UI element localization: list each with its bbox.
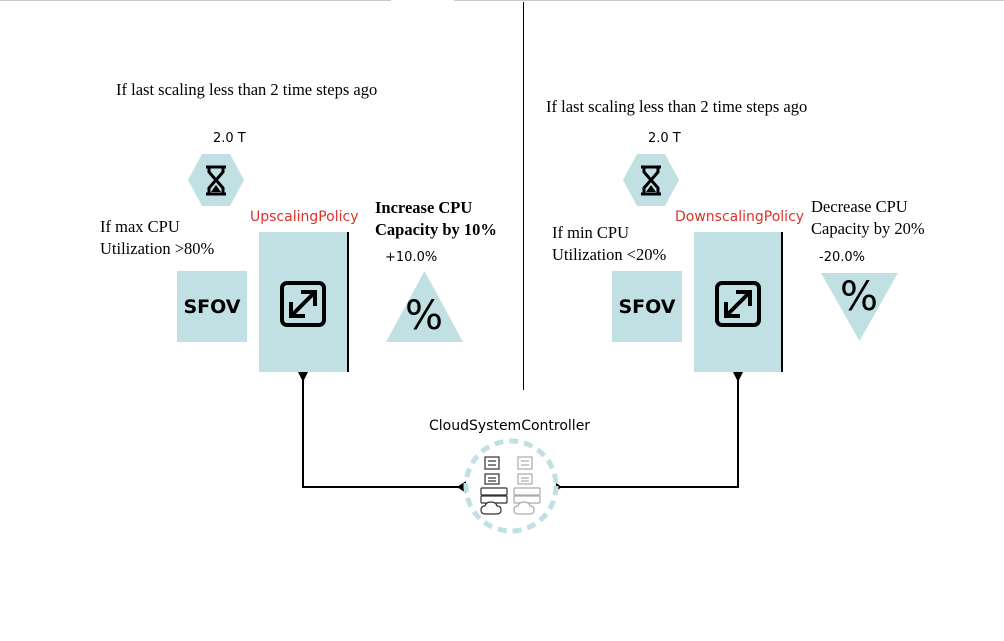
left-sfov-box[interactable]: SFOV xyxy=(177,271,247,342)
upscaling-connector-arrow xyxy=(298,372,308,382)
center-divider xyxy=(523,2,524,390)
controller-label: CloudSystemController xyxy=(429,418,591,434)
top-tab-edge-right xyxy=(454,0,1004,1)
top-tab-edge xyxy=(0,0,391,1)
right-time-value: 2.0 T xyxy=(648,131,681,146)
left-time-value: 2.0 T xyxy=(213,131,246,146)
expand-arrows-icon xyxy=(715,281,761,327)
percent-icon xyxy=(386,271,463,342)
left-percent-symbol: % xyxy=(404,293,443,339)
right-action-value: -20.0% xyxy=(819,250,865,265)
downscaling-connector-arrow xyxy=(733,372,743,382)
upscaling-policy-label: UpscalingPolicy xyxy=(250,209,359,225)
hourglass-icon xyxy=(623,154,679,206)
upscaling-policy-box[interactable] xyxy=(259,232,349,372)
left-time-condition: If last scaling less than 2 time steps a… xyxy=(116,80,378,99)
left-cpu-condition: If max CPU Utilization >80% xyxy=(100,217,215,258)
right-cpu-condition: If min CPU Utilization <20% xyxy=(552,223,667,264)
right-time-condition: If last scaling less than 2 time steps a… xyxy=(546,97,808,116)
downscaling-policy-label: DownscalingPolicy xyxy=(675,209,805,225)
right-action-text: Decrease CPU Capacity by 20% xyxy=(811,197,925,238)
left-action-value: +10.0% xyxy=(385,250,438,265)
expand-arrows-icon xyxy=(280,281,326,327)
right-percent-symbol: % xyxy=(839,274,878,320)
left-action-text: Increase CPU Capacity by 10% xyxy=(375,198,497,239)
left-sfov-label: SFOV xyxy=(183,295,241,318)
downscaling-policy-box[interactable] xyxy=(694,232,783,372)
server-cloud-icon[interactable] xyxy=(463,438,559,534)
right-sfov-box[interactable]: SFOV xyxy=(612,271,682,342)
right-sfov-label: SFOV xyxy=(618,295,676,318)
percent-down-icon xyxy=(821,273,898,341)
hourglass-icon xyxy=(188,154,244,206)
